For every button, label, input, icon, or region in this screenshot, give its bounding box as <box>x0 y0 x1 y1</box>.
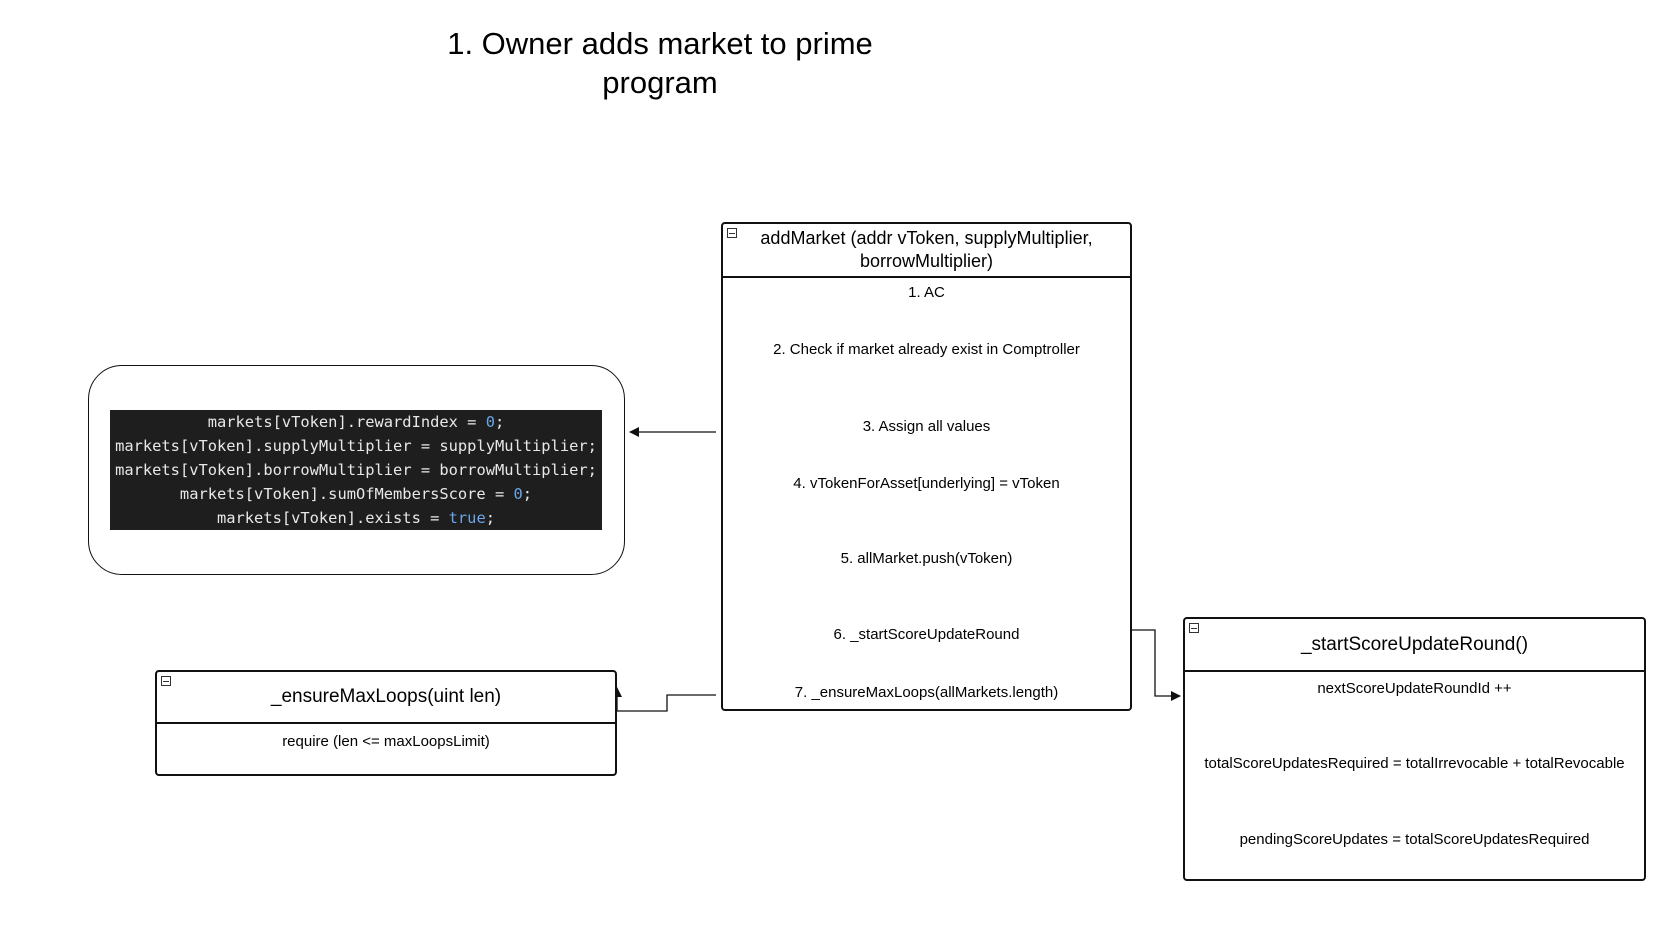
code-line: markets[vToken].exists = true; <box>216 509 495 527</box>
start-score-update-round-header: _startScoreUpdateRound() <box>1185 619 1644 672</box>
collapse-icon[interactable] <box>727 228 737 238</box>
add-market-step-3: 3. Assign all values <box>862 418 991 435</box>
start-score-update-round-box[interactable]: _startScoreUpdateRound() nextScoreUpdate… <box>1183 617 1646 881</box>
add-market-step-4: 4. vTokenForAsset[underlying] = vToken <box>793 475 1060 492</box>
diagram-title-line-2: program <box>602 65 718 100</box>
connector-ensure-max-loops <box>612 687 716 712</box>
diagram-title-line-1: 1. Owner adds market to prime <box>447 26 873 61</box>
code-line: markets[vToken].borrowMultiplier = borro… <box>115 461 597 479</box>
ensure-max-loops-header: _ensureMaxLoops(uint len) <box>157 672 615 724</box>
add-market-step-1: 1. AC <box>908 284 945 301</box>
diagram-title: 1. Owner adds market to prime program <box>400 24 920 102</box>
code-line: markets[vToken].sumOfMembersScore = 0; <box>179 485 533 503</box>
connector-start-score-update-round <box>1130 629 1181 701</box>
code-line: markets[vToken].supplyMultiplier = suppl… <box>115 437 597 455</box>
start-score-update-round-row-2: totalScoreUpdatesRequired = totalIrrevoc… <box>1204 755 1625 772</box>
add-market-box[interactable]: addMarket (addr vToken, supplyMultiplier… <box>721 222 1132 711</box>
code-snippet: markets[vToken].rewardIndex = 0; markets… <box>110 410 602 530</box>
add-market-step-2: 2. Check if market already exist in Comp… <box>773 341 1080 358</box>
ensure-max-loops-title: _ensureMaxLoops(uint len) <box>270 686 502 707</box>
add-market-title: addMarket (addr vToken, supplyMultiplier… <box>760 228 1093 271</box>
start-score-update-round-row-1: nextScoreUpdateRoundId ++ <box>1317 680 1512 697</box>
ensure-max-loops-row: require (len <= maxLoopsLimit) <box>282 733 490 750</box>
collapse-icon[interactable] <box>1189 623 1199 633</box>
add-market-step-6: 6. _startScoreUpdateRound <box>833 626 1020 643</box>
start-score-update-round-row-3: pendingScoreUpdates = totalScoreUpdatesR… <box>1239 831 1590 848</box>
add-market-step-7: 7. _ensureMaxLoops(allMarkets.length) <box>794 684 1059 701</box>
code-line: markets[vToken].rewardIndex = 0; <box>207 413 505 431</box>
add-market-header: addMarket (addr vToken, supplyMultiplier… <box>723 224 1130 278</box>
collapse-icon[interactable] <box>161 676 171 686</box>
start-score-update-round-title: _startScoreUpdateRound() <box>1300 633 1529 655</box>
add-market-step-5: 5. allMarket.push(vToken) <box>840 550 1013 567</box>
ensure-max-loops-box[interactable]: _ensureMaxLoops(uint len) require (len <… <box>155 670 617 776</box>
